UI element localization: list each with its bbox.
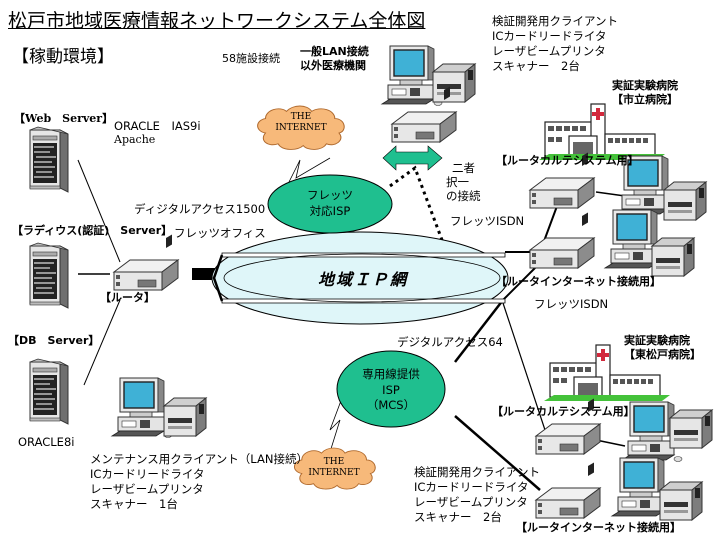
db-to-router-line — [83, 299, 121, 386]
router-to-ipnet-cable — [192, 268, 218, 280]
client-top-right-line: ICカードリードライタ — [492, 29, 607, 43]
db-server-icon — [29, 358, 69, 425]
either-or-label-1: 二者 — [452, 161, 475, 175]
general-lan-label-1: 一般LAN接続 — [300, 45, 369, 58]
maintenance-client-line: レーザビームプリンタ — [90, 482, 204, 496]
flets-isdn-label-1: フレッツISDN — [450, 214, 525, 228]
maintenance-printer-icon — [163, 397, 207, 437]
dedicated-isp-ellipse — [336, 350, 446, 428]
db-server-software: ORACLE8i — [18, 435, 75, 449]
flets-isp-label: フレッツ 対応ISP — [290, 188, 370, 219]
east-ekarte-printer-icon — [669, 409, 713, 449]
client-top-right-line: 検証開発用クライアント — [492, 14, 619, 28]
client-bottom-right-line: 検証開発用クライアント — [414, 465, 541, 479]
city-ekarte-printer-icon — [663, 181, 707, 221]
maintenance-client-line: メンテナンス用クライアント（LAN接続） — [90, 452, 308, 466]
client-top-right-line: レーザビームプリンタ — [492, 44, 606, 58]
maintenance-client-line: スキャナー 1台 — [90, 497, 178, 511]
city-ekarte-router-label: 【ルータカルテシステム用】 — [496, 154, 639, 167]
east-ekarte-router-label: 【ルータカルテシステム用】 — [492, 405, 635, 418]
client-bottom-right-line: ICカードリードライタ — [414, 480, 529, 494]
radius-server-icon — [29, 242, 69, 309]
client-bottom-right-line: レーザビームプリンタ — [414, 495, 528, 509]
flets-isdn-label-2: フレッツISDN — [534, 297, 609, 311]
flets-isp-to-internet-link — [285, 157, 331, 189]
internet-cloud-bottom-label: THE INTERNET — [296, 457, 372, 480]
mcs-isp-to-internet-link — [329, 389, 346, 453]
cloud-text-line: THE — [290, 112, 312, 122]
digital-access-1500-label: ディジタルアクセス1500 — [134, 202, 266, 216]
router-pc-line — [595, 191, 626, 197]
flets-isp-ellipse — [267, 174, 393, 234]
mcs-to-east-internet-line — [454, 415, 541, 491]
east-internet-router-label: 【ルータインターネット接続用】 — [516, 521, 681, 534]
web-server-software-1: ORACLE IAS9i — [114, 119, 201, 133]
ipnet-to-east-router-line — [501, 299, 546, 431]
operating-environment-heading: 【稼動環境】 — [12, 47, 114, 67]
central-router-label: 【ルータ】 — [100, 291, 155, 304]
db-server-label: 【DB Server】 — [8, 334, 100, 347]
client-top-right-line: スキャナー 2台 — [492, 59, 580, 73]
either-or-label-2: 択一 — [446, 175, 469, 189]
cloud-text-line: INTERNET — [308, 468, 360, 479]
internet-cloud-top-label: THE INTERNET — [262, 112, 340, 135]
isp-text-line: フレッツ — [307, 188, 353, 202]
cloud-text-line: INTERNET — [275, 123, 327, 134]
city-internet-router-icon — [529, 212, 595, 269]
radius-server-label: 【ラディウス(認証) Server】 — [12, 224, 173, 237]
facilities-count-label: 58施設接続 — [222, 52, 280, 65]
isp-text-line: 専用線提供 — [362, 367, 420, 381]
general-lan-printer-icon — [432, 63, 476, 103]
da64-line — [454, 299, 504, 363]
isp-text-line: ISP — [382, 382, 400, 397]
router-pc-line — [595, 439, 626, 447]
web-server-software-2: Apache — [114, 133, 156, 146]
dedicated-isp-label: 専用線提供 ISP （MCS） — [341, 367, 441, 414]
isp-text-line: 対応ISP — [309, 203, 351, 218]
digital-access-64-label: デジタルアクセス64 — [397, 335, 503, 349]
web-server-label: 【Web Server】 — [14, 112, 114, 125]
east-hospital-name: 【東松戸病院】 — [624, 348, 701, 361]
regional-ip-network — [211, 231, 509, 325]
central-router-icon — [113, 234, 179, 291]
east-internet-printer-icon — [659, 481, 703, 521]
city-hospital-name: 【市立病院】 — [612, 93, 678, 106]
city-hospital-title: 実証実験病院 — [612, 79, 678, 92]
cloud-text-line: THE — [323, 457, 345, 467]
maintenance-workstation-icon — [111, 377, 173, 439]
either-or-dotted-line — [389, 165, 447, 249]
isp-text-line: （MCS） — [366, 398, 416, 413]
client-bottom-right-line: スキャナー 2台 — [414, 510, 502, 524]
east-internet-router-icon — [535, 462, 601, 519]
general-lan-label-2: 以外医療機関 — [300, 59, 366, 72]
web-server-icon — [29, 126, 69, 193]
regional-ip-network-label: 地域ＩＰ網 — [318, 270, 409, 289]
page-title: 松戸市地域医療情報ネットワークシステム全体図 — [8, 10, 426, 32]
city-hospital-icon — [538, 103, 666, 161]
either-or-arrow-icon — [382, 145, 443, 171]
city-internet-printer-icon — [651, 237, 695, 277]
flets-office-label: フレッツオフィス — [174, 226, 266, 240]
maintenance-client-line: ICカードリードライタ — [90, 467, 205, 481]
web-to-router-line — [77, 159, 121, 263]
east-hospital-title: 実証実験病院 — [624, 334, 690, 347]
either-or-label-3: の接続 — [446, 189, 481, 203]
city-internet-router-label: 【ルータインターネット接続用】 — [496, 275, 661, 288]
